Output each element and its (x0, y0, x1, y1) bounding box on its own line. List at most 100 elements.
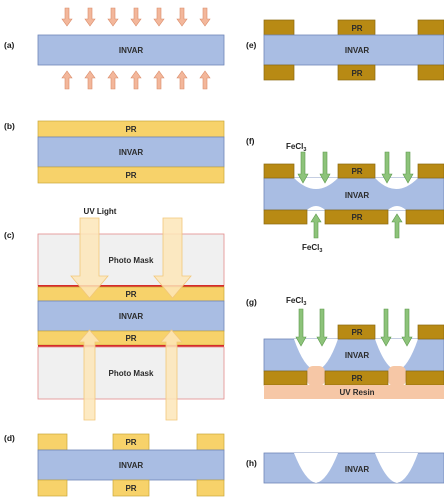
pr-bottom-label: PR (351, 69, 362, 78)
pr-top-label: PR (351, 328, 362, 337)
heat-arrow-down-6 (176, 7, 188, 27)
pr-pattern-bottom-mid (112, 479, 150, 497)
pr-top-label: PR (351, 24, 362, 33)
aperture-left (294, 453, 338, 483)
step-f-label: (f) (246, 136, 255, 146)
heat-arrow-up-3 (107, 70, 119, 90)
etch-cavity-bottom-right (388, 206, 406, 210)
heat-arrow-up-1 (61, 70, 73, 90)
pr-top-label: PR (125, 438, 136, 447)
pr-pattern-bottom-mid (337, 64, 376, 81)
invar-label: INVAR (345, 351, 370, 360)
invar-label: INVAR (119, 312, 144, 321)
pr-bottom-label: PR (125, 334, 136, 343)
etch-cavity-top-left (294, 178, 338, 189)
heat-arrow-up-2 (84, 70, 96, 90)
invar-layer (37, 300, 225, 332)
step-c: (c) UV Light Photo Mask PR INVAR PR Phot… (4, 207, 225, 421)
pr-pattern-bottom-left (263, 370, 308, 386)
pr-pattern-bottom-right (405, 209, 444, 225)
etch-cavity-bottom-left (307, 206, 325, 210)
pr-top-label: PR (125, 290, 136, 299)
fecl3-arrow-down-4 (402, 151, 414, 184)
heat-arrow-up-7 (199, 70, 211, 90)
invar-layer (37, 449, 225, 481)
fecl3-arrow-down-1 (297, 151, 309, 184)
uv-resin-label: UV Resin (339, 388, 374, 397)
fecl3-arrow-down-3 (381, 151, 393, 184)
pr-pattern-bottom-left (263, 64, 295, 81)
heat-arrow-down-4 (130, 7, 142, 27)
pr-pattern-bottom-right (417, 64, 444, 81)
invar-label: INVAR (345, 465, 370, 474)
pr-pattern-top-left (263, 163, 295, 179)
pr-pattern-bottom-left (37, 479, 68, 497)
fecl3-arrow-up-1 (310, 213, 322, 239)
heat-arrows-bottom (61, 70, 211, 90)
pr-bottom-label: PR (125, 171, 136, 180)
invar-label: INVAR (345, 191, 370, 200)
pr-pattern-top-mid (337, 324, 376, 340)
step-h-label: (h) (246, 458, 257, 468)
uv-arrow-down-2 (153, 217, 192, 299)
step-a: (a) INVAR (4, 7, 225, 90)
fecl3-arrow-down-2 (316, 308, 328, 347)
uv-arrow-up-2 (160, 329, 183, 421)
step-g-label: (g) (246, 297, 257, 307)
pr-bottom-label: PR (351, 213, 362, 222)
step-g: (g) FeCl3 INVAR PR PR UV Resin (246, 296, 444, 399)
fecl3-arrows-down (297, 151, 414, 184)
fecl3-label: FeCl3 (286, 296, 306, 307)
pr-top-label: PR (351, 167, 362, 176)
fecl3-bottom-label: FeCl3 (302, 243, 322, 254)
uv-arrows-top (70, 217, 192, 299)
uv-resin-fill-right (388, 366, 406, 386)
aperture-right (375, 453, 418, 483)
heat-arrow-down-1 (61, 7, 73, 27)
invar-label: INVAR (345, 46, 370, 55)
heat-arrow-down-5 (153, 7, 165, 27)
pr-pattern-bottom-right (405, 370, 444, 386)
pr-pattern-top-left (37, 433, 68, 451)
heat-arrow-up-6 (176, 70, 188, 90)
heat-arrow-down-3 (107, 7, 119, 27)
uv-arrows-bottom (78, 329, 183, 421)
invar-label: INVAR (119, 461, 144, 470)
step-d-label: (d) (4, 433, 15, 443)
pr-pattern-top-left (263, 19, 295, 36)
step-b: (b) PR INVAR PR (4, 120, 225, 184)
pr-pattern-top-mid (337, 163, 376, 179)
pr-pattern-top-right (417, 324, 444, 340)
pr-pattern-bottom-right (196, 479, 225, 497)
invar-label: INVAR (119, 46, 144, 55)
pr-bottom-label: PR (125, 484, 136, 493)
fecl3-top-label: FeCl3 (286, 142, 306, 153)
pr-top-label: PR (125, 125, 136, 134)
fecl3-arrows-down (295, 308, 413, 347)
invar-layer (37, 34, 225, 66)
pr-pattern-bottom-mid (324, 209, 389, 225)
pr-pattern-top-right (417, 163, 444, 179)
heat-arrow-down-7 (199, 7, 211, 27)
invar-layer (37, 136, 225, 168)
uv-resin-fill-left (307, 366, 325, 386)
step-a-label: (a) (4, 40, 15, 50)
fecl3-arrow-down-3 (380, 308, 392, 347)
photo-mask-bottom-label: Photo Mask (109, 369, 154, 378)
pr-pattern-top-right (196, 433, 225, 451)
step-d: (d) PR INVAR PR (4, 433, 225, 497)
step-c-label: (c) (4, 230, 15, 240)
uv-resin-layer (264, 385, 444, 399)
fecl3-arrow-up-2 (391, 213, 403, 239)
step-b-label: (b) (4, 121, 15, 131)
fecl3-arrow-down-2 (319, 151, 331, 184)
fecl3-arrows-up (310, 213, 403, 239)
step-h: (h) INVAR (246, 452, 444, 484)
pr-bottom-layer (37, 166, 225, 184)
uv-arrow-down-1 (70, 217, 109, 299)
etch-cavity-left (294, 339, 338, 371)
pr-pattern-bottom-left (263, 209, 308, 225)
pr-pattern-top-right (417, 19, 444, 36)
invar-label: INVAR (119, 148, 144, 157)
